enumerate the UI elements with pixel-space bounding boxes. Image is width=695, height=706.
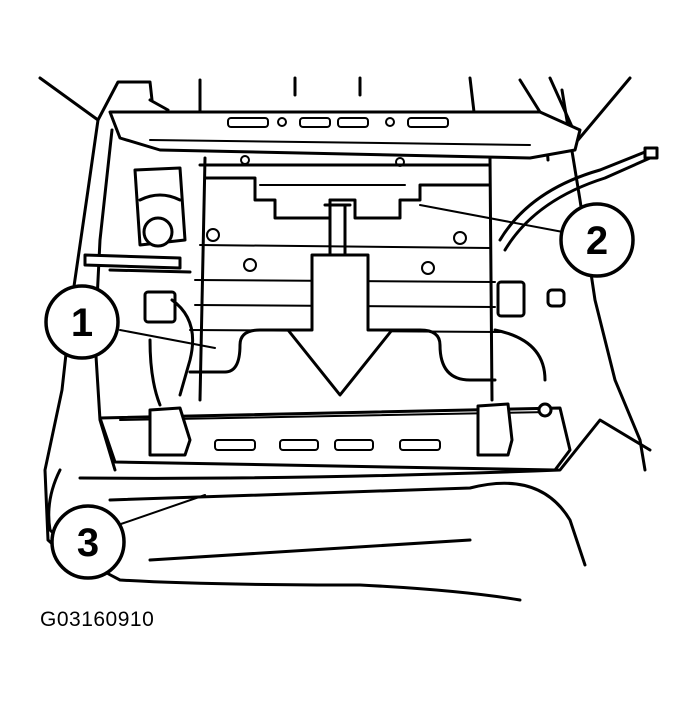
callout-3-label: 3 bbox=[77, 521, 99, 565]
callout-3: 3 bbox=[50, 504, 126, 580]
leader-line-1 bbox=[119, 329, 216, 349]
front-cross-rail bbox=[98, 402, 572, 472]
leader-line-3 bbox=[117, 494, 206, 526]
direction-arrow bbox=[286, 198, 394, 397]
callout-2: 2 bbox=[559, 202, 635, 278]
seat-cushion bbox=[47, 418, 652, 602]
right-side-components bbox=[493, 146, 659, 382]
leader-lines bbox=[117, 204, 564, 526]
top-cross-rail bbox=[108, 110, 582, 160]
callout-2-label: 2 bbox=[586, 219, 608, 263]
callout-1-label: 1 bbox=[71, 301, 93, 345]
leader-line-2 bbox=[419, 204, 564, 233]
figure-code: G03160910 bbox=[40, 608, 155, 631]
left-side-components bbox=[83, 166, 195, 407]
callout-1: 1 bbox=[44, 284, 120, 360]
